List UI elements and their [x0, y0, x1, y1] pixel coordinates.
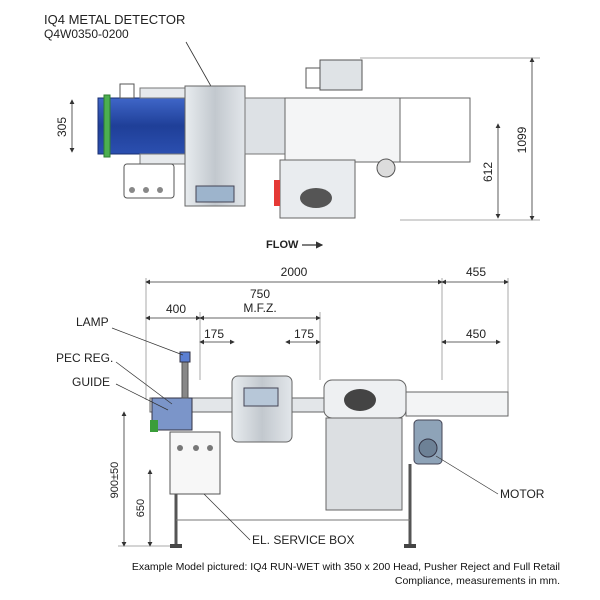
detector-display	[195, 185, 235, 203]
service-gland-1	[177, 445, 183, 451]
title-leader-line	[185, 41, 213, 89]
lamp-callout: LAMP	[76, 315, 109, 329]
top-view: IQ4 METAL DETECTOR Q4W0350-0200 305	[44, 12, 540, 221]
pusher-actuator	[319, 59, 363, 91]
lamp-leader	[111, 327, 184, 356]
caption-line-1: Example Model pictured: IQ4 RUN-WET with…	[131, 561, 560, 573]
dim-175-right-label: 175	[294, 327, 314, 341]
reject-bin	[325, 417, 403, 511]
caption: Example Model pictured: IQ4 RUN-WET with…	[40, 560, 560, 588]
el-service-box	[169, 431, 221, 495]
outfeed-conveyor	[405, 391, 509, 417]
guide-leader	[115, 383, 169, 411]
rail-top	[139, 87, 189, 99]
service-box-leader	[203, 493, 251, 541]
reject-unit-top	[284, 97, 401, 163]
pusher-valve	[305, 67, 321, 89]
caption-line-2: Compliance, measurements in mm.	[394, 575, 560, 587]
rail-bottom	[139, 153, 189, 165]
belt-middle	[244, 97, 286, 155]
dim-750-label: 750	[250, 287, 270, 301]
detector-screen	[243, 387, 279, 407]
dim-2000-label: 2000	[281, 265, 308, 279]
reject-indicator	[274, 180, 280, 206]
dim-450-label: 450	[466, 327, 486, 341]
service-gland-3	[207, 445, 213, 451]
lamp-light	[179, 351, 191, 363]
dim-650-label: 650	[135, 499, 147, 517]
detector-model: Q4W0350-0200	[44, 27, 129, 41]
dim-175-left-label: 175	[204, 327, 224, 341]
motor-shaft	[418, 438, 438, 458]
foot-2	[404, 544, 416, 548]
gland-1	[129, 187, 135, 193]
service-box-callout: EL. SERVICE BOX	[252, 533, 355, 547]
detector-title: IQ4 METAL DETECTOR	[44, 12, 185, 27]
gland-2	[143, 187, 149, 193]
pec-reg-callout: PEC REG.	[56, 351, 113, 365]
guide-callout: GUIDE	[72, 375, 110, 389]
gland-3	[157, 187, 163, 193]
infeed-guide	[151, 397, 193, 431]
motor-leader	[435, 455, 499, 495]
infeed-roller-side	[150, 420, 158, 432]
dim-305-label: 305	[55, 117, 69, 137]
side-view: 2000 455 750 M.F.Z. 400 175 175 450	[56, 265, 545, 548]
pusher-vent	[344, 389, 376, 411]
dim-455-label: 455	[466, 265, 486, 279]
flow-label: FLOW	[266, 239, 299, 251]
motor-callout: MOTOR	[500, 487, 545, 501]
dim-612-label: 612	[481, 162, 495, 182]
mfz-label: M.F.Z.	[243, 301, 276, 315]
dim-1099-label: 1099	[515, 126, 529, 153]
detector-head-side	[231, 375, 293, 443]
dim-400-label: 400	[166, 302, 186, 316]
pec-reg-leader	[115, 361, 173, 405]
infeed-roller	[103, 94, 111, 158]
service-gland-2	[193, 445, 199, 451]
top-fitting	[119, 83, 135, 99]
dim-900-label: 900±50	[109, 462, 121, 499]
reject-vent	[300, 188, 332, 208]
outfeed-belt-top	[399, 97, 471, 163]
motor-top	[376, 158, 396, 178]
